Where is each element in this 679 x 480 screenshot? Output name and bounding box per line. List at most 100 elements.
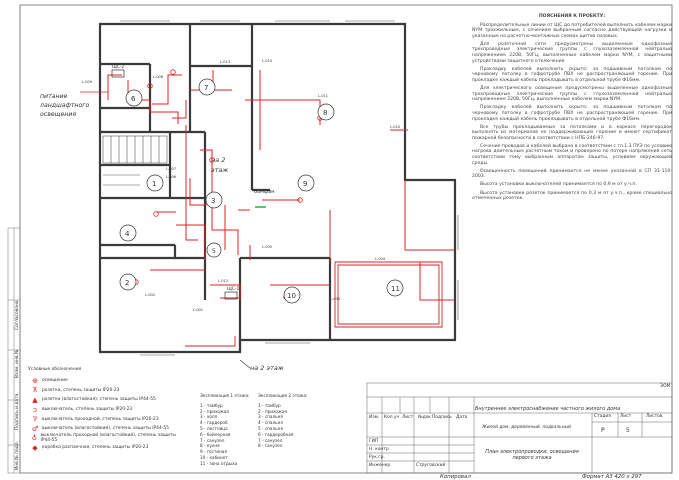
explication-1-item: 8 - кухня	[200, 443, 220, 449]
stamp-col-date: Дата	[456, 415, 468, 420]
floor-plan-walls	[98, 22, 457, 354]
explication-1-item: 2 - прихожая	[200, 408, 229, 414]
legend-item: ◆коробка распаечная, степень защиты IP20…	[28, 443, 178, 453]
room-number-5: 5	[212, 248, 216, 255]
notes-paragraph: Освещенность помещений принимается не ме…	[472, 168, 672, 180]
explication-1-item: 4 - гардероб	[200, 420, 228, 426]
side-stamp	[7, 227, 21, 474]
to-floor-2-label-b: на 2 этаж	[250, 364, 284, 372]
explication-2-item: 7 - санузел	[258, 437, 283, 443]
switch-pass-wet-icon: ♁	[31, 434, 37, 443]
junction-box-icon: ◆	[32, 443, 38, 452]
legend-item: ⅌выключатель проходной, степень защиты I…	[28, 414, 178, 424]
notes-paragraph: Для электрического освещения предусмотре…	[472, 86, 672, 103]
legend-item: ♁выключатель проходной (влагостойкий), с…	[28, 433, 178, 443]
explication-1-item: 7 - санузел	[200, 437, 225, 443]
lounge-cable	[185, 261, 443, 347]
svg-text:L-005: L-005	[262, 245, 272, 249]
room-number-8: 8	[323, 109, 327, 117]
notes-paragraph: Высота установки розеток принимается по …	[472, 190, 672, 202]
stamp-copied: Копировал	[440, 474, 471, 480]
panel-shs1	[224, 291, 238, 300]
room-number-4: 4	[125, 230, 130, 238]
explication-2-item: 8 - санузел	[258, 443, 283, 449]
stamp-engineer-name: Струговский	[416, 463, 446, 468]
stamp-role-rukgr: Рук.гр.	[369, 455, 385, 460]
stamp-role-engineer: Инженер	[369, 463, 391, 468]
legend-item: ▲розетка (влагостойкая), степень защиты …	[28, 395, 178, 405]
notes-paragraph: Высота установки выключателей принимаетс…	[480, 182, 637, 188]
notes-title: ПОЯСНЕНИЯ К ПРОЕКТУ:	[538, 14, 606, 19]
svg-text:L-012: L-012	[218, 279, 228, 283]
wiring	[107, 70, 455, 301]
svg-text:L-004: L-004	[375, 257, 386, 261]
windows	[120, 20, 459, 356]
svg-text:L-001: L-001	[193, 308, 203, 312]
light-icon: ⊕	[32, 376, 38, 385]
svg-text:L-003: L-003	[330, 297, 340, 301]
explication-floor-2: Экспликация 2 этажа: 1 - тамбур 2 - прих…	[258, 393, 307, 449]
svg-text:L-002: L-002	[145, 293, 155, 297]
legend: Условные обозначения ⊕освещение ⊼розетка…	[28, 367, 178, 453]
side-stamp-inv: Инв.№ подл.	[14, 441, 20, 470]
stamp-sheet: 5	[626, 427, 630, 434]
stamp-stage: Р	[601, 427, 605, 434]
svg-text:L-011: L-011	[318, 94, 328, 98]
stamp-object: Жилой дом, деревянный, подвальный	[482, 425, 571, 430]
notes-paragraph: Прокладку кабелей выполнить скрыто: за п…	[472, 105, 672, 122]
legend-item: ♂выключатель (влагостойкий), степень защ…	[28, 424, 178, 434]
explication-1-item: 3 - холл	[200, 414, 218, 420]
stamp-col-izm: Изм.	[369, 415, 380, 420]
switch-wet-icon: ♂	[31, 424, 39, 433]
explication-floor-1: Экспликация 1 этажа: 1 - тамбур 2 - прих…	[200, 393, 249, 467]
svg-text:L-009: L-009	[82, 80, 93, 84]
explication-2-item: 5 - спальня	[258, 425, 283, 431]
explication-1-item: 10 - кабинет	[200, 454, 228, 460]
room-number-7: 7	[204, 84, 208, 92]
stamp-col-list: Лист	[402, 415, 414, 420]
project-notes: ПОЯСНЕНИЯ К ПРОЕКТУ: Распределительные л…	[472, 14, 672, 204]
notes-paragraph: Сечение проводов и кабелей выбрано в соо…	[472, 143, 672, 166]
explication-2-item: 3 - спальня	[258, 414, 283, 420]
panel-shs2-label: ЩС-2	[112, 64, 124, 70]
explication-1-item: 11 - зона отдыха	[200, 460, 238, 466]
stamp-role-nkontr: Н. контр.	[369, 447, 391, 452]
room-markers	[119, 78, 404, 304]
to-floor-2-leader	[239, 359, 251, 369]
room-number-6: 6	[131, 95, 136, 103]
explication-2-item: 1 - тамбур	[258, 402, 281, 408]
stamp-stage-header: Стадия	[594, 414, 611, 419]
panel-shs1-label: ЩС-1	[227, 286, 239, 292]
bomfan-label: бомфан	[254, 189, 275, 195]
stamp-drawing-name: План электропроводки, освещения первого …	[485, 449, 579, 461]
to-floor-2-label-a: на 2	[211, 156, 225, 164]
side-stamp-agreed: Согласовано	[14, 300, 20, 330]
room-number-9: 9	[303, 180, 307, 188]
stamp-sheet-header: Лист	[620, 414, 632, 419]
room-number-10: 10	[287, 292, 296, 300]
title-block	[366, 382, 673, 474]
landscape-note-line1: питание	[40, 93, 68, 100]
stamp-col-sign: Подпись	[432, 415, 452, 420]
svg-text:L-007: L-007	[166, 167, 176, 171]
room-number-11: 11	[391, 285, 400, 293]
room-number-2: 2	[125, 279, 129, 287]
legend-title: Условные обозначения	[28, 367, 82, 372]
line-labels: L-009 L-008 L-013 L-014 L-011 L-010 L-00…	[82, 59, 401, 312]
notes-paragraph: Распределительные линии от ЩС до потреби…	[472, 22, 672, 39]
stamp-code: ЭОМ	[660, 384, 671, 389]
explication-1-item: 9 - гостиная	[200, 449, 227, 455]
explication-1-item: 1 - тамбур	[200, 402, 223, 408]
switch-icon: ↄ	[33, 405, 37, 414]
stamp-format: Формат А3 420 x 297	[582, 474, 642, 480]
svg-text:L-014: L-014	[262, 59, 273, 63]
panel-shs2	[111, 69, 125, 78]
stamp-title: Внутреннее электроснабжение частного жил…	[475, 406, 621, 412]
explication-1-item: 5 - лестница	[200, 425, 228, 431]
explication-1-item: 6 - бойлерная	[200, 431, 231, 437]
explication-1-title: Экспликация 1 этажа:	[200, 393, 250, 398]
svg-text:L-008: L-008	[153, 75, 164, 79]
svg-text:L-010: L-010	[390, 125, 401, 129]
